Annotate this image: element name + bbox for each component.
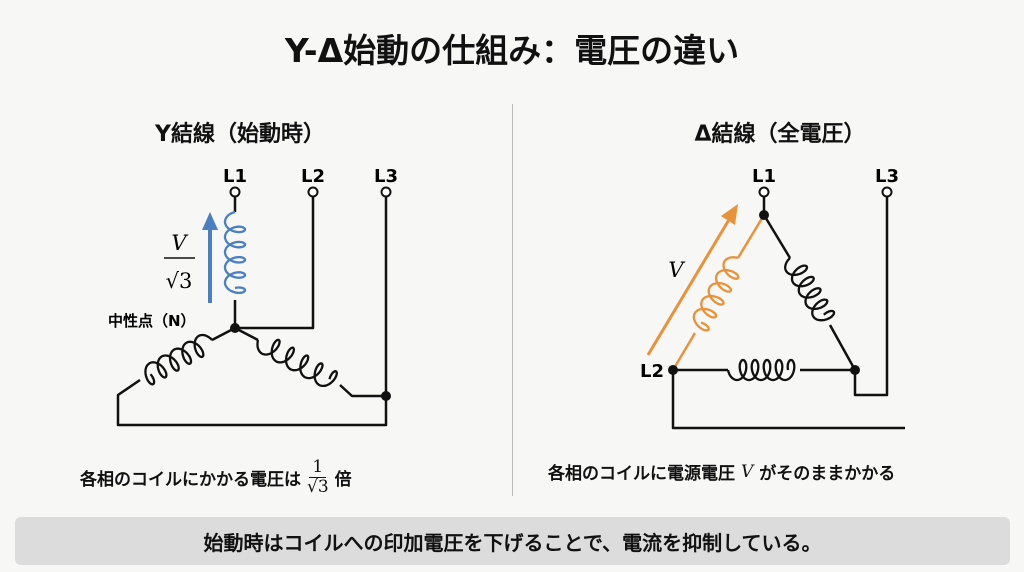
d-l3-terminal (881, 186, 893, 198)
y-right-coil (256, 338, 338, 388)
y-l1-label: L1 (223, 166, 247, 187)
neutral-node (230, 323, 240, 333)
delta-caption: 各相のコイルに電源電圧 V がそのままかかる (548, 459, 896, 485)
y-caption-text: 各相のコイルにかかる電圧は (80, 470, 301, 490)
y-l2-terminal (307, 186, 319, 198)
y-voltage-numerator: V (171, 231, 188, 255)
y-l1-terminal (229, 186, 241, 198)
summary-text: 始動時はコイルへの印加電圧を下げることで、電流を抑制している。 (203, 530, 822, 555)
d-l1-label: L1 (752, 166, 776, 187)
d-caption-suffix: がそのままかかる (759, 464, 896, 484)
d-l3-node (850, 365, 860, 375)
terminals (229, 186, 893, 198)
d-caption-var: V (741, 461, 754, 482)
y-l3-label: L3 (374, 166, 398, 187)
y-caption-fraction: 1 √3 (307, 458, 329, 497)
d-l1-l3-coil (784, 257, 836, 322)
d-l1-l2-coil (692, 256, 740, 332)
d-l3-label: L3 (875, 166, 899, 187)
d-right-coil-tail (828, 324, 857, 371)
d-l2-l3-coil (726, 358, 796, 382)
y-voltage-denominator: √3 (166, 269, 193, 293)
d-l2-node (668, 365, 678, 375)
summary-banner: 始動時はコイルへの印加電圧を下げることで、電流を抑制している。 (15, 517, 1010, 565)
neutral-label: 中性点（N） (108, 312, 196, 330)
d-l2-wire (671, 370, 905, 430)
y-right-coil-tail (339, 384, 386, 398)
d-caption-text: 各相のコイルに電源電圧 (548, 464, 735, 484)
caption-denominator: √3 (307, 477, 329, 497)
d-voltage-label: V (668, 258, 685, 282)
y-caption: 各相のコイルにかかる電圧は 1 √3 倍 (80, 458, 352, 497)
y-arrow-head-icon (202, 212, 218, 230)
y-l3-node (381, 391, 391, 401)
d-orange-leads (671, 214, 766, 371)
d-right-coil-lead (762, 214, 792, 259)
caption-numerator: 1 (309, 458, 327, 478)
nodes (230, 210, 860, 401)
d-voltage-arrow (646, 217, 732, 356)
y-connection-heading: Y結線（始動時） (155, 122, 325, 147)
divider (512, 104, 513, 496)
d-l2-label: L2 (640, 361, 664, 382)
y-left-coil (144, 333, 213, 386)
d-l1-terminal (758, 186, 770, 198)
y-caption-suffix: 倍 (334, 470, 352, 490)
y-l2-wire (233, 197, 315, 330)
d-arrow-head-icon (721, 204, 738, 225)
y-l1-coil (223, 210, 247, 295)
d-l1-node (759, 210, 769, 220)
page-title: Y-Δ始動の仕組み：電圧の違い (284, 31, 740, 70)
y-l3-loop-wire (116, 197, 388, 427)
delta-connection-heading: Δ結線（全電圧） (694, 122, 866, 147)
y-l3-terminal (380, 186, 392, 198)
y-l2-label: L2 (301, 166, 325, 187)
d-l3-wire (853, 197, 889, 397)
